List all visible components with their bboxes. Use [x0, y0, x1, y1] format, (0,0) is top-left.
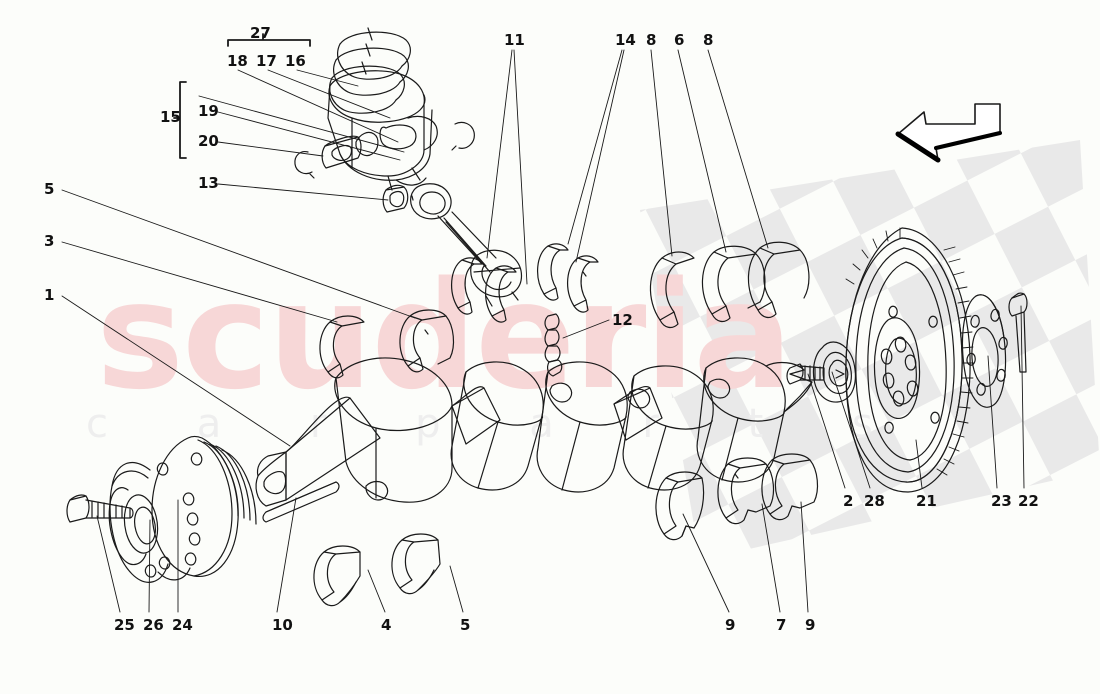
pilot-bolt-2	[786, 363, 825, 385]
flywheel	[845, 227, 974, 493]
crankshaft	[255, 357, 813, 507]
callout-5-bottom: 5	[460, 616, 471, 634]
leader-lines	[61, 49, 1025, 613]
callout-12: 12	[612, 311, 633, 329]
crankshaft-key	[262, 481, 340, 523]
pulley-bolt	[66, 494, 134, 523]
bearing-shell-4	[313, 545, 361, 607]
callout-5-left: 5	[44, 180, 55, 198]
bearing-shell-7	[717, 457, 775, 525]
callout-8-right: 8	[703, 31, 714, 49]
callout-24: 24	[172, 616, 193, 634]
bearing-shell-14a	[537, 243, 569, 301]
callout-9-left: 9	[725, 616, 736, 634]
callout-16: 16	[285, 52, 306, 70]
callout-17: 17	[256, 52, 277, 70]
callout-6: 6	[674, 31, 685, 49]
gudgeon-pin	[321, 135, 362, 169]
orientation-arrow	[895, 103, 1002, 163]
crankshaft-pulley	[108, 435, 257, 583]
callout-8-left: 8	[646, 31, 657, 49]
callout-21: 21	[916, 492, 937, 510]
bearing-shell-3	[319, 315, 365, 379]
callout-27: 27	[250, 24, 271, 42]
flywheel-spacer-23	[961, 294, 1008, 408]
bearing-shell-11a	[451, 257, 483, 315]
callout-9-right: 9	[805, 616, 816, 634]
callout-25: 25	[114, 616, 135, 634]
callout-26: 26	[143, 616, 164, 634]
callout-22: 22	[1018, 492, 1039, 510]
bearing-shell-5-lower	[391, 533, 441, 595]
callout-28: 28	[864, 492, 885, 510]
bearing-shell-6	[701, 245, 766, 323]
bearing-shell-14b	[567, 255, 599, 313]
circlip-left	[294, 151, 315, 179]
callout-18: 18	[227, 52, 248, 70]
callout-1: 1	[44, 286, 55, 304]
piston-assembly	[327, 27, 475, 191]
callout-23: 23	[991, 492, 1012, 510]
callout-19: 19	[198, 102, 219, 120]
pilot-bearing-28	[812, 341, 856, 403]
callout-14: 14	[615, 31, 636, 49]
flywheel-bolt-22	[1008, 292, 1028, 373]
callout-20: 20	[198, 132, 219, 150]
callout-brackets	[173, 33, 311, 159]
bearing-shell-8-left	[649, 251, 695, 329]
callout-10: 10	[272, 616, 293, 634]
bearing-shell-11b	[485, 265, 517, 323]
connecting-rod	[410, 183, 523, 307]
bearing-shell-9-left	[655, 471, 705, 541]
callout-13: 13	[198, 174, 219, 192]
callout-4: 4	[381, 616, 392, 634]
callout-11: 11	[504, 31, 525, 49]
small-end-bush	[382, 184, 409, 213]
bearing-shell-9-right	[761, 453, 819, 521]
callout-3: 3	[44, 232, 55, 250]
callout-2: 2	[843, 492, 854, 510]
bearing-shell-8-right	[747, 241, 810, 319]
callout-15: 15	[160, 108, 181, 126]
bearing-shell-5-upper	[399, 309, 455, 373]
thrust-washer-12	[544, 313, 563, 377]
callout-7: 7	[776, 616, 787, 634]
